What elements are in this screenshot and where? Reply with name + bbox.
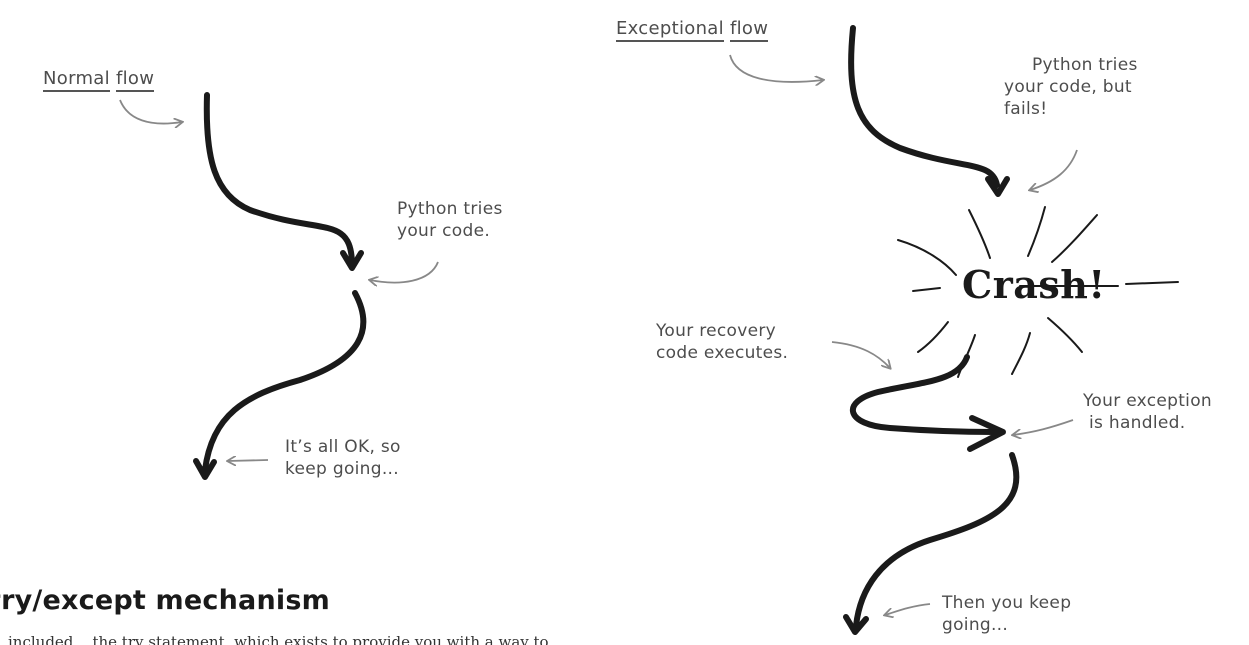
continue-note-line-2: going...: [942, 615, 1009, 635]
cut-off-body-text: included... the try statement, which exi…: [8, 633, 549, 645]
fails-note-line-2: your code, but: [1004, 77, 1132, 97]
normal-flow-upper-arrow: [203, 92, 355, 265]
normal-flow-lower-arrow: [202, 290, 367, 473]
try-note-line-2: your code.: [397, 221, 491, 241]
exceptional-flow-upper-arrow: [848, 25, 1000, 188]
exceptional-flow-title: Exceptional flow: [616, 18, 769, 42]
fails-note-line-3: fails!: [1004, 99, 1048, 119]
crash-label: Crash!: [962, 262, 1106, 307]
normal-flow-title-pointer: [119, 99, 182, 124]
crash-burst: [897, 206, 1179, 378]
ok-note-line-1: It’s all OK, so: [285, 437, 401, 457]
normal-flow-title: Normal flow: [43, 68, 155, 92]
exceptional-flow-recovery-arrowhead: [967, 415, 1006, 452]
handled-note: Your exception is handled.: [1083, 390, 1212, 434]
continue-note-line-1: Then you keep: [942, 593, 1072, 613]
exceptional-flow-lower-arrow: [853, 452, 1020, 629]
continue-note: Then you keep going...: [942, 592, 1071, 636]
handled-note-line-2: is handled.: [1089, 413, 1186, 433]
recovery-note-line-2: code executes.: [656, 343, 789, 363]
exceptional-flow-title-word1: Exceptional: [616, 18, 724, 42]
recovery-note-line-1: Your recovery: [656, 321, 776, 341]
normal-flow-lower-arrowhead: [193, 458, 217, 480]
continue-note-pointer: [885, 603, 931, 615]
fails-note-line-1: Python tries: [1032, 55, 1138, 75]
exceptional-flow-upper-arrowhead: [985, 176, 1010, 197]
try-note-pointer: [370, 261, 439, 283]
ok-note-line-2: keep going...: [285, 459, 399, 479]
exceptional-flow-title-word2: flow: [729, 18, 769, 42]
exceptional-flow-title-pointer: [729, 54, 823, 82]
recovery-note-pointer: [831, 341, 890, 368]
handled-note-pointer: [1013, 419, 1074, 435]
fails-note-pointer: [1030, 149, 1078, 190]
section-heading: try/except mechanism: [0, 585, 330, 616]
ok-note-pointer: [228, 460, 269, 461]
handled-note-line-1: Your exception: [1083, 391, 1212, 411]
exceptional-flow-recovery-arrow: [849, 354, 998, 435]
ok-note: It’s all OK, so keep going...: [285, 436, 401, 480]
normal-flow-title-word2: flow: [115, 68, 155, 92]
normal-flow-title-word1: Normal: [43, 68, 110, 92]
try-note: Python tries your code.: [397, 198, 503, 242]
recovery-note: Your recovery code executes.: [656, 320, 788, 364]
fails-note: Python tries your code, but fails!: [1004, 54, 1138, 120]
normal-flow-upper-arrowhead: [340, 250, 364, 271]
exceptional-flow-lower-arrowhead: [843, 614, 869, 635]
try-note-line-1: Python tries: [397, 199, 503, 219]
